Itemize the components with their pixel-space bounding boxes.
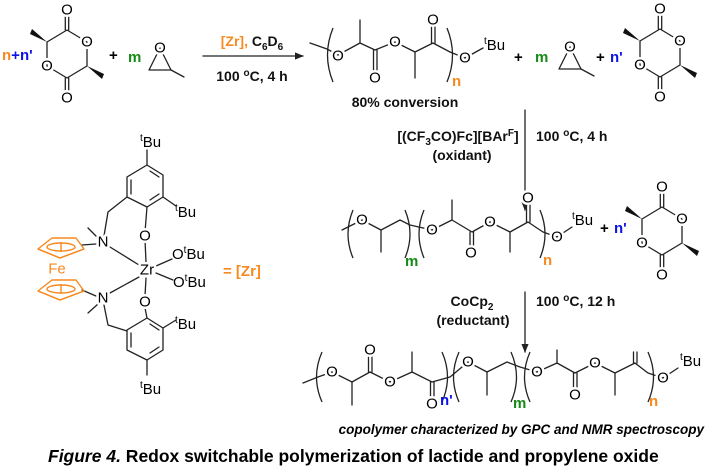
- atom-O: O: [364, 342, 376, 359]
- atom-O: O: [654, 89, 666, 106]
- atom-O: O: [656, 267, 668, 284]
- repeat-index-m: m: [405, 253, 418, 270]
- atom-O: O: [154, 40, 166, 57]
- atom-O: O: [356, 212, 368, 229]
- tert-butoxide-ligand: OtBu: [172, 245, 205, 263]
- triblock-copolymer-product: O O O O O O O O O tBu n' m n: [302, 339, 701, 415]
- atom-O: O: [564, 39, 576, 56]
- reactant-coefficient: n+n': [2, 47, 33, 64]
- tert-butyl-group: tBu: [140, 380, 161, 398]
- methyl-wedge: [680, 65, 697, 78]
- repeat-index-n: n: [649, 393, 658, 410]
- ferrocene-cp-lower: [37, 279, 85, 301]
- atom-O: O: [426, 396, 438, 413]
- plus-sign: +: [109, 47, 118, 64]
- plus-sign: +: [514, 49, 523, 66]
- atom-O: O: [569, 387, 581, 404]
- diblock-copolymer-product: O O O O O O tBu m n: [341, 187, 593, 270]
- atom-O: O: [462, 354, 474, 371]
- reductant-formula: CoCp2: [451, 293, 494, 313]
- atom-O: O: [531, 364, 543, 381]
- atom-O: O: [139, 294, 151, 311]
- reductant-label: (reductant): [436, 312, 509, 328]
- atom-O: O: [522, 190, 534, 207]
- zirconium-catalyst-structure: Fe N N O O Zr OtBu OtBu tBu tBu tBu tBu …: [37, 133, 261, 398]
- tert-butyl-group: tBu: [175, 203, 196, 221]
- atom-O: O: [61, 90, 73, 107]
- atom-O: O: [139, 228, 151, 245]
- atom-O: O: [634, 57, 646, 74]
- propylene-oxide-reactant: O: [148, 37, 185, 78]
- repeat-index-n: n: [452, 73, 461, 90]
- step2-conditions: 100 oC, 4 h: [536, 128, 607, 144]
- tert-butoxide-ligand: OtBu: [173, 273, 206, 291]
- atom-O: O: [81, 34, 93, 51]
- atom-O: O: [369, 70, 381, 87]
- caption: copolymer characterized by GPC and NMR s…: [339, 422, 706, 437]
- step3-conditions: 100 oC, 12 h: [536, 293, 615, 309]
- polylactide-product: O O O O O tBu n: [309, 9, 505, 90]
- atom-O: O: [332, 48, 344, 65]
- tert-butyl-group: tBu: [572, 211, 593, 229]
- unreacted-propylene-oxide-coefficient: m: [535, 49, 548, 66]
- figure-title: Figure 4. Redox switchable polymerizatio…: [48, 446, 659, 466]
- methyl-wedge: [87, 66, 104, 79]
- tert-butyl-group: tBu: [175, 315, 196, 333]
- atom-Zr: Zr: [140, 262, 154, 279]
- atom-O: O: [676, 211, 688, 228]
- tert-butyl-group: tBu: [680, 352, 701, 370]
- atom-O: O: [389, 34, 401, 51]
- methyl-wedge: [682, 243, 699, 256]
- tert-butyl-group: tBu: [140, 133, 161, 151]
- repeat-index-n: n: [543, 252, 552, 269]
- plus-sign: +: [596, 49, 605, 66]
- atom-O: O: [656, 179, 668, 196]
- atom-O: O: [41, 58, 53, 75]
- atom-Fe: Fe: [48, 261, 66, 278]
- remaining-lactide-coefficient: n': [614, 220, 627, 237]
- catalyst-abbreviation: = [Zr]: [223, 263, 261, 280]
- unreacted-propylene-oxide: O: [558, 36, 595, 77]
- step1-conditions: 100 oC, 4 h: [216, 68, 287, 84]
- repeat-index-nprime: n': [440, 392, 453, 409]
- plus-sign: +: [600, 220, 609, 237]
- atom-O: O: [459, 50, 471, 67]
- atom-O: O: [427, 12, 439, 29]
- propylene-oxide-coefficient: m: [128, 49, 141, 66]
- step1-catalyst-solvent: [Zr], C6D6: [221, 33, 284, 53]
- atom-O: O: [384, 374, 396, 391]
- atom-N: N: [98, 234, 109, 251]
- methyl-wedge: [623, 28, 640, 41]
- oxidant-label: (oxidant): [432, 147, 491, 163]
- atom-O: O: [654, 1, 666, 18]
- tert-butyl-group: tBu: [484, 36, 505, 54]
- methyl-wedge: [625, 206, 642, 219]
- conversion-label: 80% conversion: [352, 94, 459, 110]
- atom-O: O: [674, 33, 686, 50]
- atom-N: N: [98, 290, 109, 307]
- atom-O: O: [657, 370, 669, 387]
- methyl-wedge: [30, 29, 47, 42]
- atom-O: O: [589, 355, 601, 372]
- oxidant-formula: [(CF3CO)Fc][BArF]: [397, 128, 518, 148]
- atom-O: O: [551, 229, 563, 246]
- atom-O: O: [484, 214, 496, 231]
- atom-O: O: [61, 2, 73, 19]
- repeat-index-m: m: [513, 395, 526, 412]
- atom-O: O: [636, 235, 648, 252]
- atom-O: O: [326, 364, 338, 381]
- ferrocene-cp-upper: [37, 237, 85, 259]
- unreacted-lactide-coefficient: n': [610, 49, 623, 66]
- atom-O: O: [465, 245, 477, 262]
- atom-O: O: [426, 222, 438, 239]
